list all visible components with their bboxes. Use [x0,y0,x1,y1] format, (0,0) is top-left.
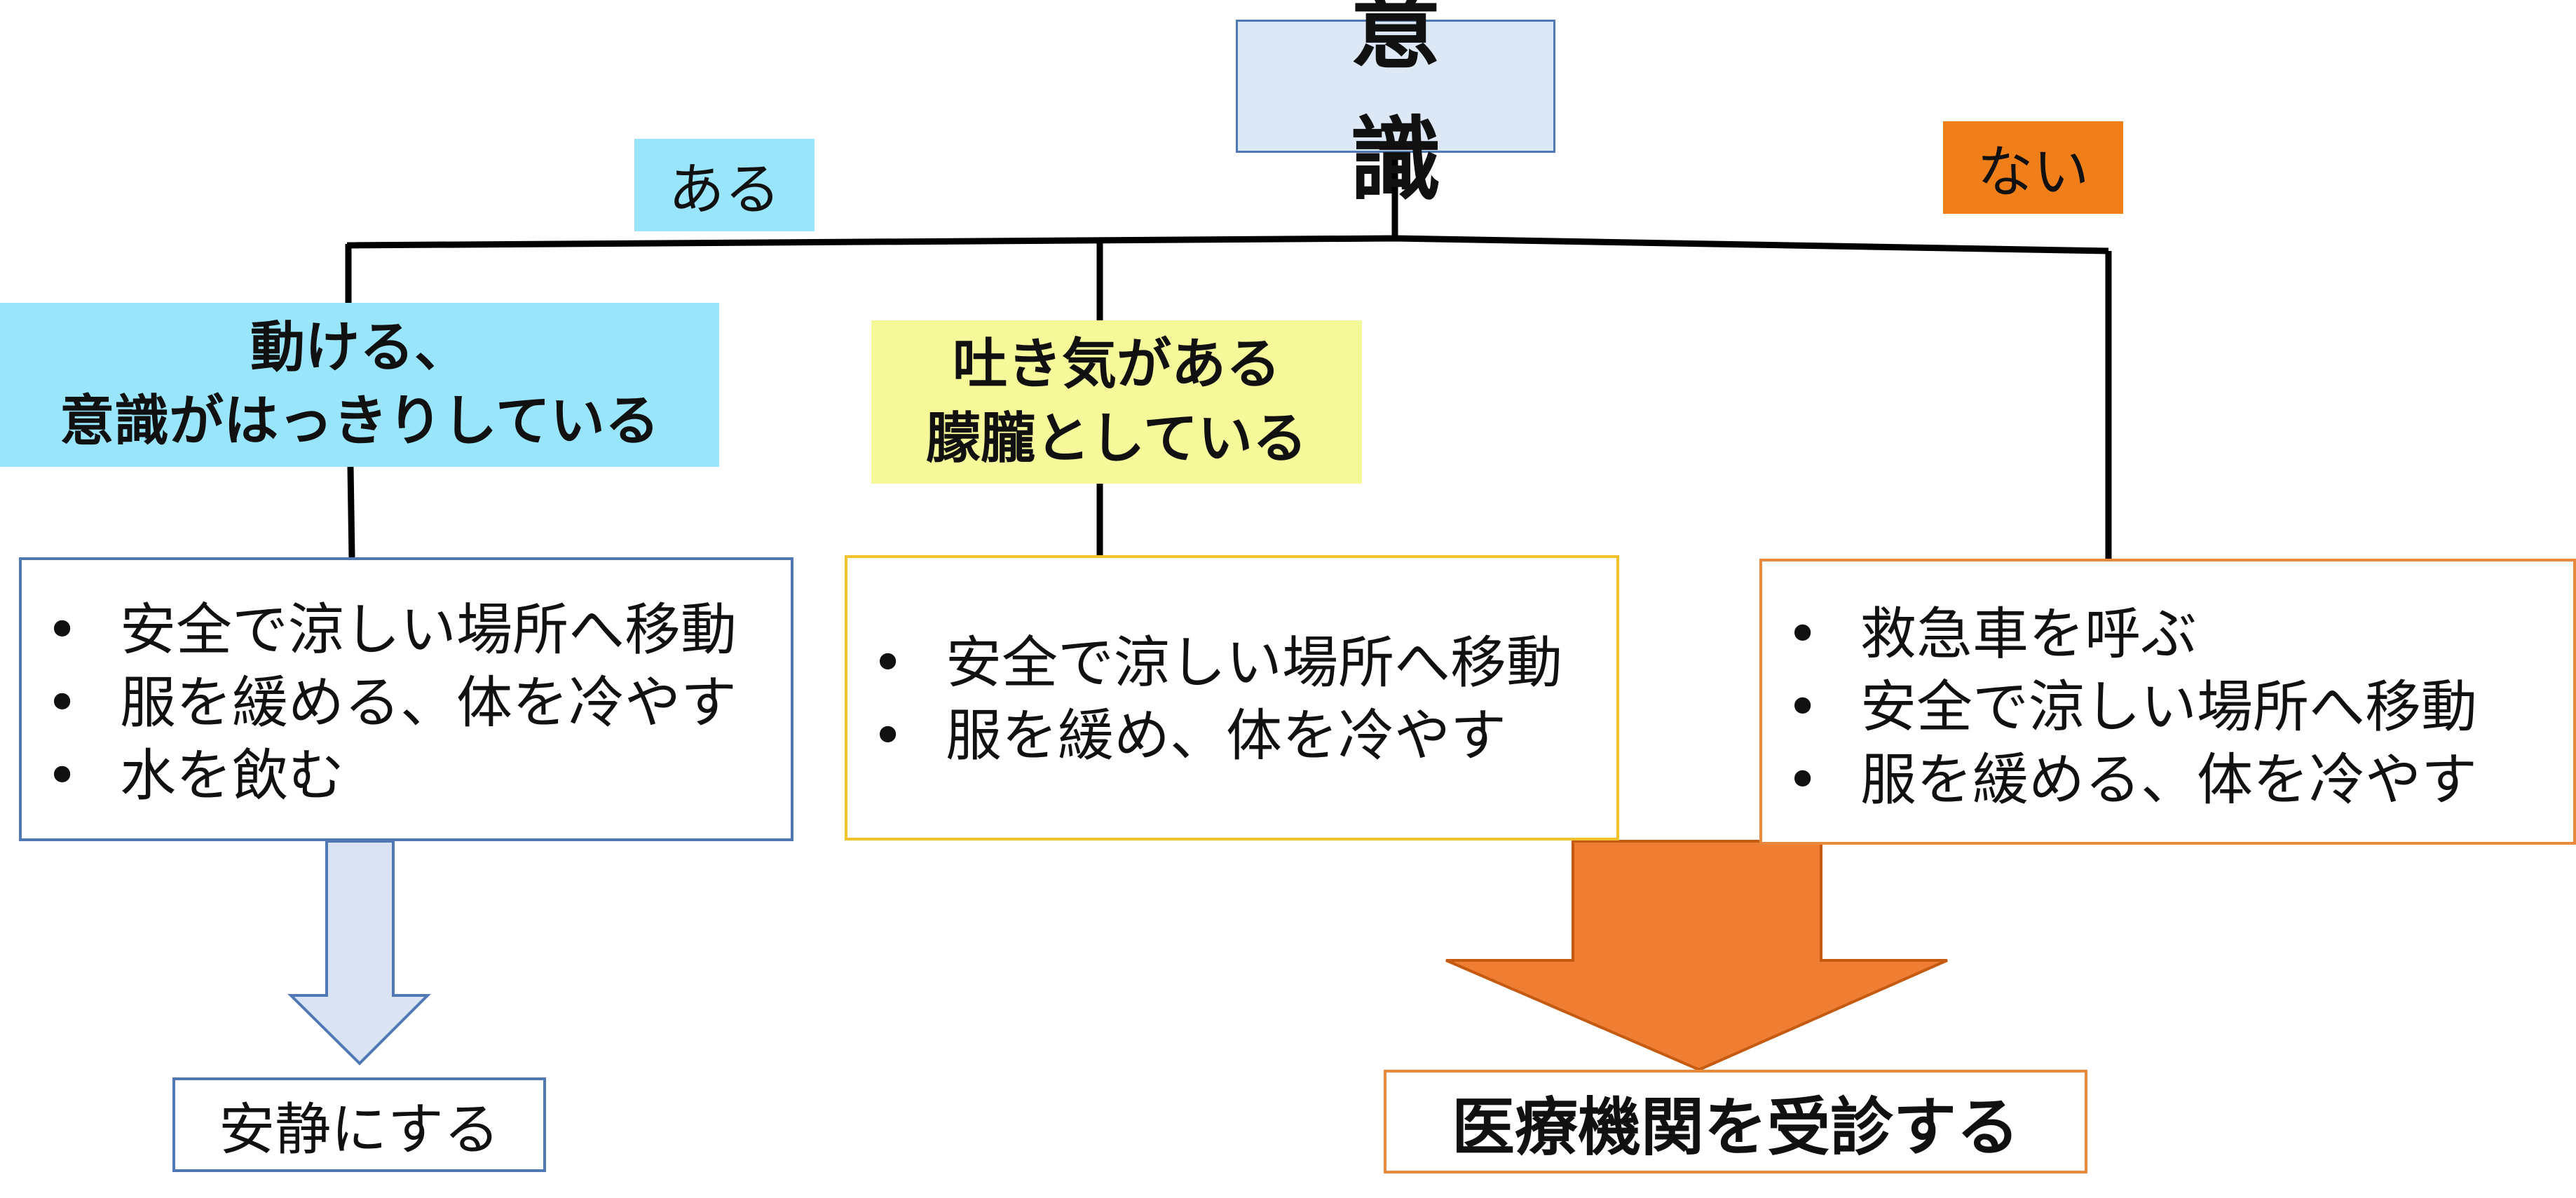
branch-tag-absent-label: ない [1977,139,2090,205]
outcome-hospital-label: 医療機関を受診する [1452,1091,2019,1164]
connector-cat1-action [347,466,355,558]
branch-tag-absent: ない [1943,121,2123,214]
action-list-alert: 安全で涼しい場所へ移動 服を緩める、体を冷やす 水を飲む [22,594,791,812]
category-node-alert: 動ける、 意識がはっきりしている [0,303,719,467]
action-item: 服を緩め、体を冷やす [847,700,1616,772]
category-alert-line-1: 動ける、 [250,315,469,379]
action-item: 服を緩める、体を冷やす [1762,744,2573,817]
category-alert-line-2: 意識がはっきりしている [60,390,660,453]
connector-top-bar [346,235,2109,254]
action-item: 水を飲む [22,740,791,812]
branch-tag-present-label: ある [668,157,781,222]
action-item: 安全で涼しい場所へ移動 [847,627,1616,700]
category-nausea-line-2: 朦朧としている [926,407,1307,470]
action-item: 安全で涼しい場所へ移動 [1762,671,2573,744]
action-list-unconscious: 救急車を呼ぶ 安全で涼しい場所へ移動 服を緩める、体を冷やす [1762,598,2573,817]
action-item: 安全で涼しい場所へ移動 [22,594,791,667]
arrow-to-rest [287,840,431,1066]
arrow-to-hospital [1445,840,1948,1072]
root-node-consciousness: 意識 [1236,0,1555,213]
outcome-rest-label: 安静にする [219,1096,500,1162]
branch-tag-present: ある [634,139,815,231]
action-box-alert: 安全で涼しい場所へ移動 服を緩める、体を冷やす 水を飲む [19,557,793,841]
category-node-nausea: 吐き気がある 朦朧としている [871,320,1362,484]
action-box-nausea: 安全で涼しい場所へ移動 服を緩め、体を冷やす [845,555,1619,840]
outcome-rest: 安静にする [172,1077,546,1172]
root-node-label: 意識 [1349,0,1504,213]
action-item: 服を緩める、体を冷やす [22,667,791,740]
action-list-nausea: 安全で涼しい場所へ移動 服を緩め、体を冷やす [847,627,1616,772]
category-nausea-line-1: 吐き気がある [952,333,1281,397]
action-box-unconscious: 救急車を呼ぶ 安全で涼しい場所へ移動 服を緩める、体を冷やす [1759,559,2576,845]
outcome-hospital: 医療機関を受診する [1384,1070,2087,1173]
action-item: 救急車を呼ぶ [1762,598,2573,671]
